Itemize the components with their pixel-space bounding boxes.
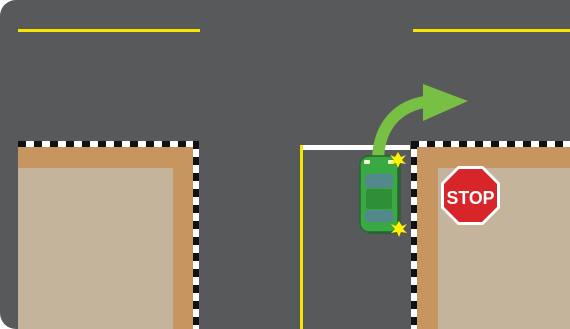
right-corner-block: [411, 141, 570, 329]
lane-line-right: [413, 29, 570, 32]
left-corner-block: [18, 141, 199, 329]
vertical-lane-line: [300, 145, 303, 329]
stop-sign-text: STOP: [447, 188, 495, 208]
left-lot: [18, 168, 173, 329]
lane-line-left: [18, 29, 200, 32]
stop-sign-icon: STOP: [441, 166, 500, 225]
car-top-view-icon: [360, 156, 401, 234]
stop-line: [300, 145, 410, 150]
